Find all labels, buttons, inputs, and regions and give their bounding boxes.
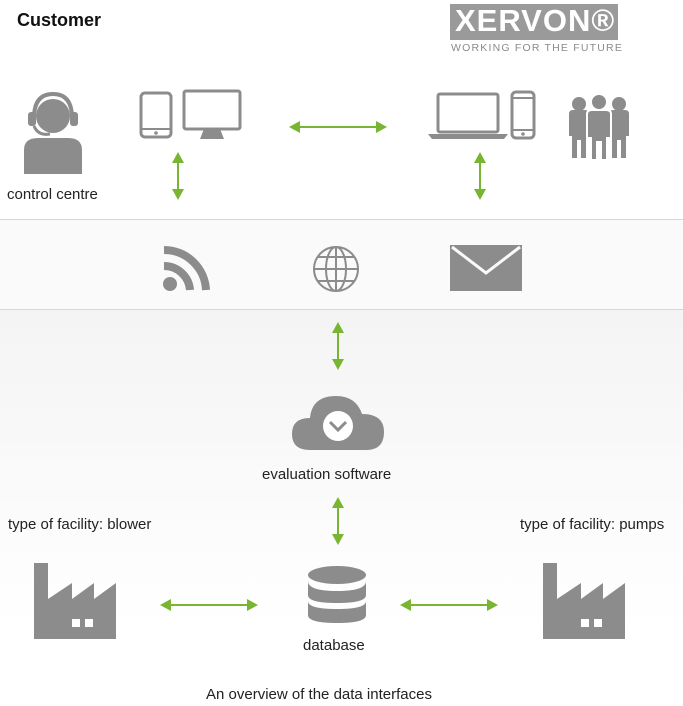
control-centre-label: control centre xyxy=(7,186,98,203)
evaluation-software-label: evaluation software xyxy=(262,466,392,483)
logo xyxy=(450,4,618,40)
arrow-blower-database xyxy=(160,599,258,611)
logo-tagline: WORKING FOR THE FUTURE xyxy=(451,42,624,54)
factory-icon-left xyxy=(34,563,116,639)
people-group-icon xyxy=(569,93,629,161)
arrow-cloud-to-database xyxy=(332,497,344,545)
arrow-database-pumps xyxy=(400,599,498,611)
channels-band xyxy=(0,219,683,310)
arrow-channels-to-cloud xyxy=(332,322,344,370)
diagram-caption: An overview of the data interfaces xyxy=(206,686,432,703)
cloud-download-icon xyxy=(292,396,384,450)
section-title: Customer xyxy=(17,10,102,30)
facility-blower-label: type of facility: blower xyxy=(8,516,152,533)
arrow-left-vertical xyxy=(172,152,184,200)
database-icon xyxy=(308,566,366,623)
laptop-icon xyxy=(428,92,508,139)
factory-icon-right xyxy=(543,563,625,639)
arrow-devices-horizontal xyxy=(289,121,387,133)
rss-feed-icon xyxy=(163,245,210,291)
tablet-icon xyxy=(139,91,173,139)
monitor-icon xyxy=(182,89,242,139)
logo-text: XERVON® xyxy=(455,3,616,38)
globe-icon xyxy=(313,246,359,292)
envelope-icon xyxy=(450,245,522,291)
headset-user-icon xyxy=(24,91,82,174)
arrow-right-vertical xyxy=(474,152,486,200)
database-label: database xyxy=(303,637,365,654)
facility-pumps-label: type of facility: pumps xyxy=(520,516,665,533)
smartphone-icon xyxy=(510,90,536,140)
